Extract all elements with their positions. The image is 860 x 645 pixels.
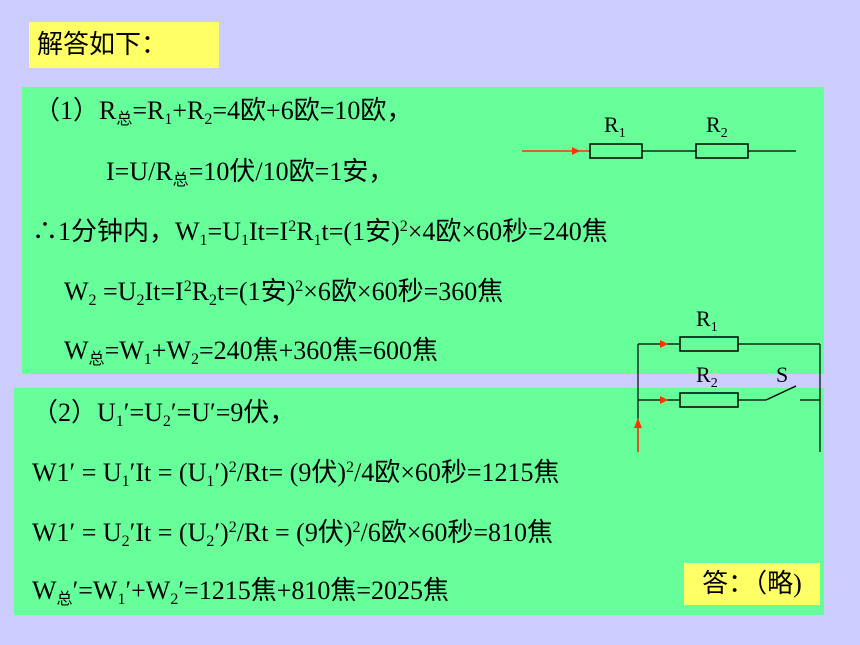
- part2-line4: W总′=W1′+W2′=1215焦+810焦=2025焦: [32, 576, 450, 608]
- parallel-circuit: R1 R2 S: [634, 306, 821, 452]
- part1-panel: [22, 87, 824, 374]
- answer-box: 答：（略): [684, 563, 820, 605]
- part2-line2: W1′ = U1′It = (U1′)2/Rt= (9伏)2/4欧×60秒=12…: [32, 458, 560, 490]
- part1-line1: （1）R总=R1+R2=4欧+6欧=10欧，: [34, 96, 413, 128]
- resistor-r1: [589, 143, 643, 159]
- resistor-r1-parallel: [679, 336, 739, 352]
- part1-line5: W总=W1+W2=240焦+360焦=600焦: [64, 336, 438, 368]
- switch-s: [765, 385, 797, 401]
- label-r1-parallel: R1: [696, 306, 718, 335]
- label-r2-parallel: R2: [696, 362, 718, 391]
- solution-title: 解答如下：: [29, 22, 219, 68]
- label-switch: S: [776, 362, 788, 387]
- resistor-r2-parallel: [679, 392, 739, 408]
- part2-line3: W1′ = U2′It = (U2′)2/Rt = (9伏)2/6欧×60秒=8…: [32, 518, 554, 550]
- series-circuit: R1 R2: [522, 112, 796, 159]
- part2-line1: （2）U1′=U2′=U′=9伏，: [32, 398, 296, 430]
- resistor-r2: [695, 143, 749, 159]
- label-r2: R2: [706, 112, 728, 141]
- label-r1: R1: [604, 112, 626, 141]
- part1-line3: ∴1分钟内，W1=U1It=I2R1t=(1安)2×4欧×60秒=240焦: [32, 217, 608, 249]
- part1-line2: I=U/R总=10伏/10欧=1安，: [106, 157, 395, 189]
- part1-line4: W2 =U2It=I2R2t=(1安)2×6欧×60秒=360焦: [64, 277, 504, 309]
